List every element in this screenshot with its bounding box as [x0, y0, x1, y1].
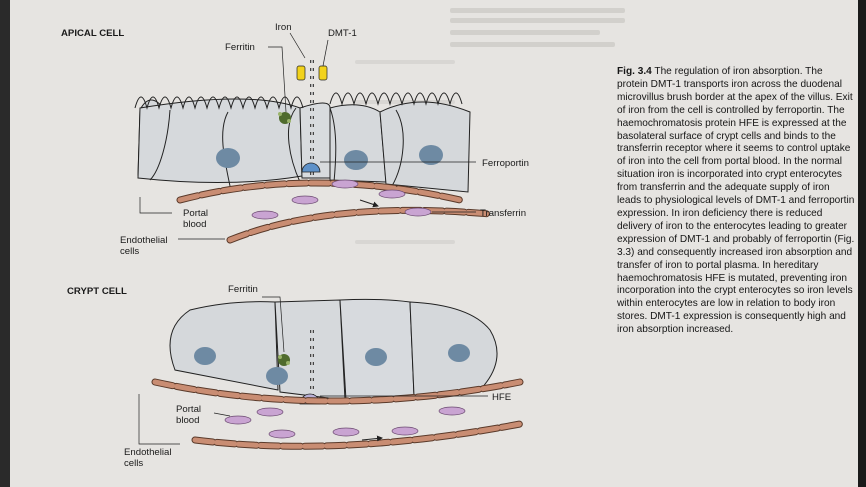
transferrin-label: Transferrin	[480, 208, 526, 219]
red-blood-cell	[333, 428, 359, 436]
caption-figure-number: Fig. 3.4	[617, 66, 652, 77]
red-blood-cell	[292, 196, 318, 204]
apical-enterocyte	[138, 99, 302, 183]
red-blood-cell	[269, 430, 295, 438]
leader-line	[323, 40, 328, 66]
nucleus	[216, 148, 240, 168]
ferritin-cluster	[278, 355, 282, 359]
nucleus	[448, 344, 470, 362]
flow-arrow	[360, 200, 378, 206]
dmt1-transporter	[319, 66, 327, 80]
nucleus	[344, 150, 368, 170]
crypt-enterocyte-with-hfe	[275, 300, 345, 400]
dmt1-transporter	[297, 66, 305, 80]
iron-label: Iron	[275, 22, 292, 33]
apical-enterocyte	[330, 105, 386, 182]
crypt-portal-blood-label: blood	[176, 415, 199, 426]
apical-cell-panel: APICAL CELL	[61, 22, 529, 257]
ferroportin-label: Ferroportin	[482, 158, 529, 169]
apical-endothelial-label: Endothelial	[120, 235, 167, 246]
nucleus	[266, 367, 288, 385]
microvilli-brush-border	[330, 93, 462, 104]
crypt-portal-blood-label: Portal	[176, 404, 201, 415]
crypt-endothelial-label: Endothelial	[124, 447, 171, 458]
dmt1-label: DMT-1	[328, 28, 357, 39]
red-blood-cell	[439, 407, 465, 415]
red-blood-cell	[225, 416, 251, 424]
red-blood-cell	[252, 211, 278, 219]
red-blood-cell	[392, 427, 418, 435]
crypt-ferritin-label: Ferritin	[228, 284, 258, 295]
apical-portal-blood-label: blood	[183, 219, 206, 230]
ferritin-cluster	[286, 361, 290, 365]
ferritin-cluster	[278, 112, 282, 116]
figure-caption: Fig. 3.4 The regulation of iron absorpti…	[617, 66, 855, 337]
caption-text: The regulation of iron absorption. The p…	[617, 66, 854, 335]
crypt-enterocyte	[170, 302, 278, 390]
apical-portal-blood-label: Portal	[183, 208, 208, 219]
apical-ferritin-label: Ferritin	[225, 42, 255, 53]
nucleus	[365, 348, 387, 366]
leader-line	[290, 33, 305, 58]
crypt-endothelial-label: cells	[124, 458, 143, 469]
nucleus	[194, 347, 216, 365]
red-blood-cell	[379, 190, 405, 198]
leader-line	[140, 197, 172, 213]
apical-cell-title: APICAL CELL	[61, 28, 124, 39]
apical-endothelial-label: cells	[120, 246, 139, 257]
leader-line	[139, 394, 180, 444]
leader-line	[214, 413, 230, 416]
ferritin-cluster	[287, 119, 291, 123]
red-blood-cell	[257, 408, 283, 416]
transferrin-molecule	[405, 208, 431, 216]
red-blood-cell	[332, 180, 358, 188]
crypt-cell-panel: CRYPT CELL	[67, 284, 520, 469]
hfe-label: HFE	[492, 392, 511, 403]
crypt-cell-title: CRYPT CELL	[67, 286, 127, 297]
